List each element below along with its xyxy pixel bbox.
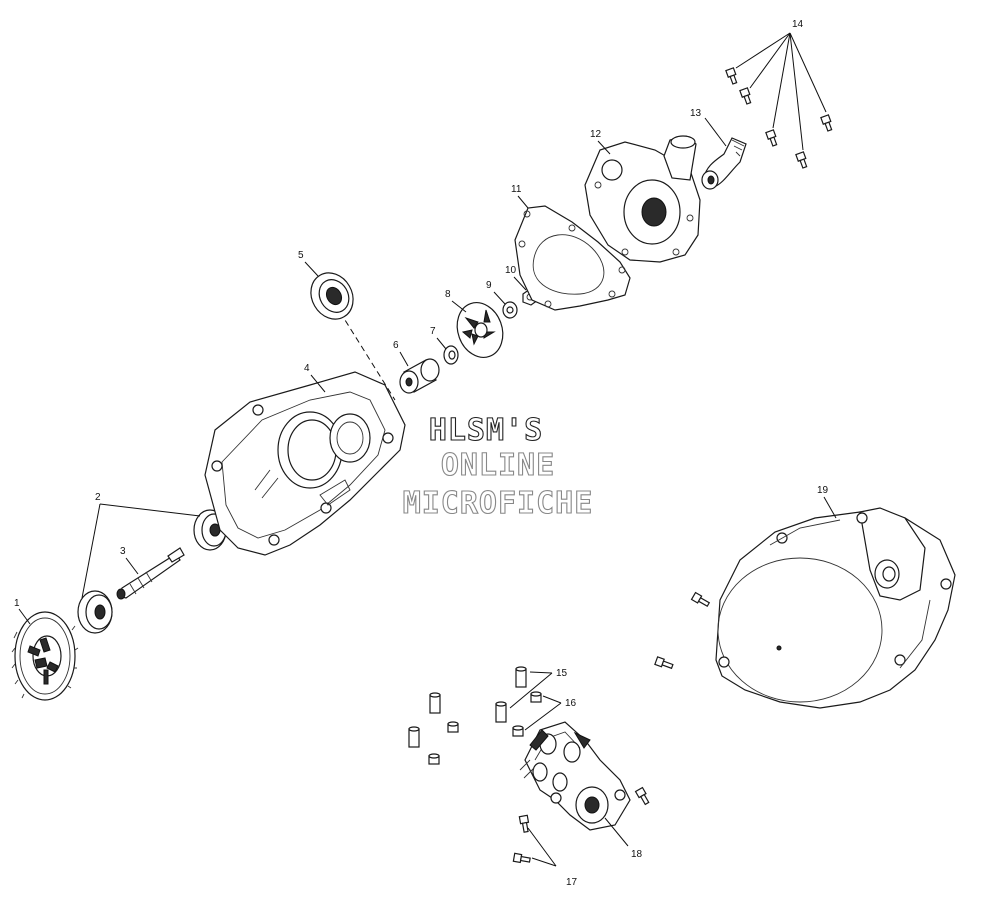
part-5-seal [310,272,354,320]
part-3-shaft [116,547,185,600]
part-18-oil-pump [519,721,631,831]
part-12-pump-cover [584,135,701,263]
part-11-gasket [514,205,631,311]
part-9-washer [502,301,518,319]
part-8-impeller [456,302,504,358]
callout-19: 19 [817,485,829,496]
part-17-screws [512,814,531,864]
part-14-screws [725,67,833,169]
part-7-washer [443,345,459,365]
part-18-screw [634,786,650,806]
callout-3: 3 [120,546,126,557]
part-15-16-dowels [408,666,542,765]
callout-15: 15 [556,668,568,679]
part-13-elbow-fitting [701,137,747,190]
watermark-line-2: ONLINE [441,448,555,483]
watermark-line-3: MICROFICHE [403,486,594,521]
callout-13: 13 [690,108,702,119]
callout-10: 10 [505,265,517,276]
part-19-screws [654,591,711,670]
callout-11: 11 [511,184,522,195]
callout-7: 7 [430,326,436,337]
part-19-cover [715,507,956,709]
part-6-bushing [399,358,440,394]
callout-17: 17 [566,877,578,888]
callout-6: 6 [393,340,399,351]
callout-9: 9 [486,280,492,291]
callout-2: 2 [95,492,101,503]
callout-18: 18 [631,849,643,860]
part-1-gear [11,611,79,701]
callout-16: 16 [565,698,577,709]
callout-12: 12 [590,129,602,140]
callout-8: 8 [445,289,451,300]
callout-4: 4 [304,363,310,374]
callout-1: 1 [14,598,20,609]
part-4-pump-housing [204,371,406,556]
watermark-line-1: HLSM'S [429,413,543,448]
watermark: HLSM'S ONLINE MICROFICHE [402,412,594,521]
callout-5: 5 [298,250,304,261]
callout-14: 14 [792,19,804,30]
